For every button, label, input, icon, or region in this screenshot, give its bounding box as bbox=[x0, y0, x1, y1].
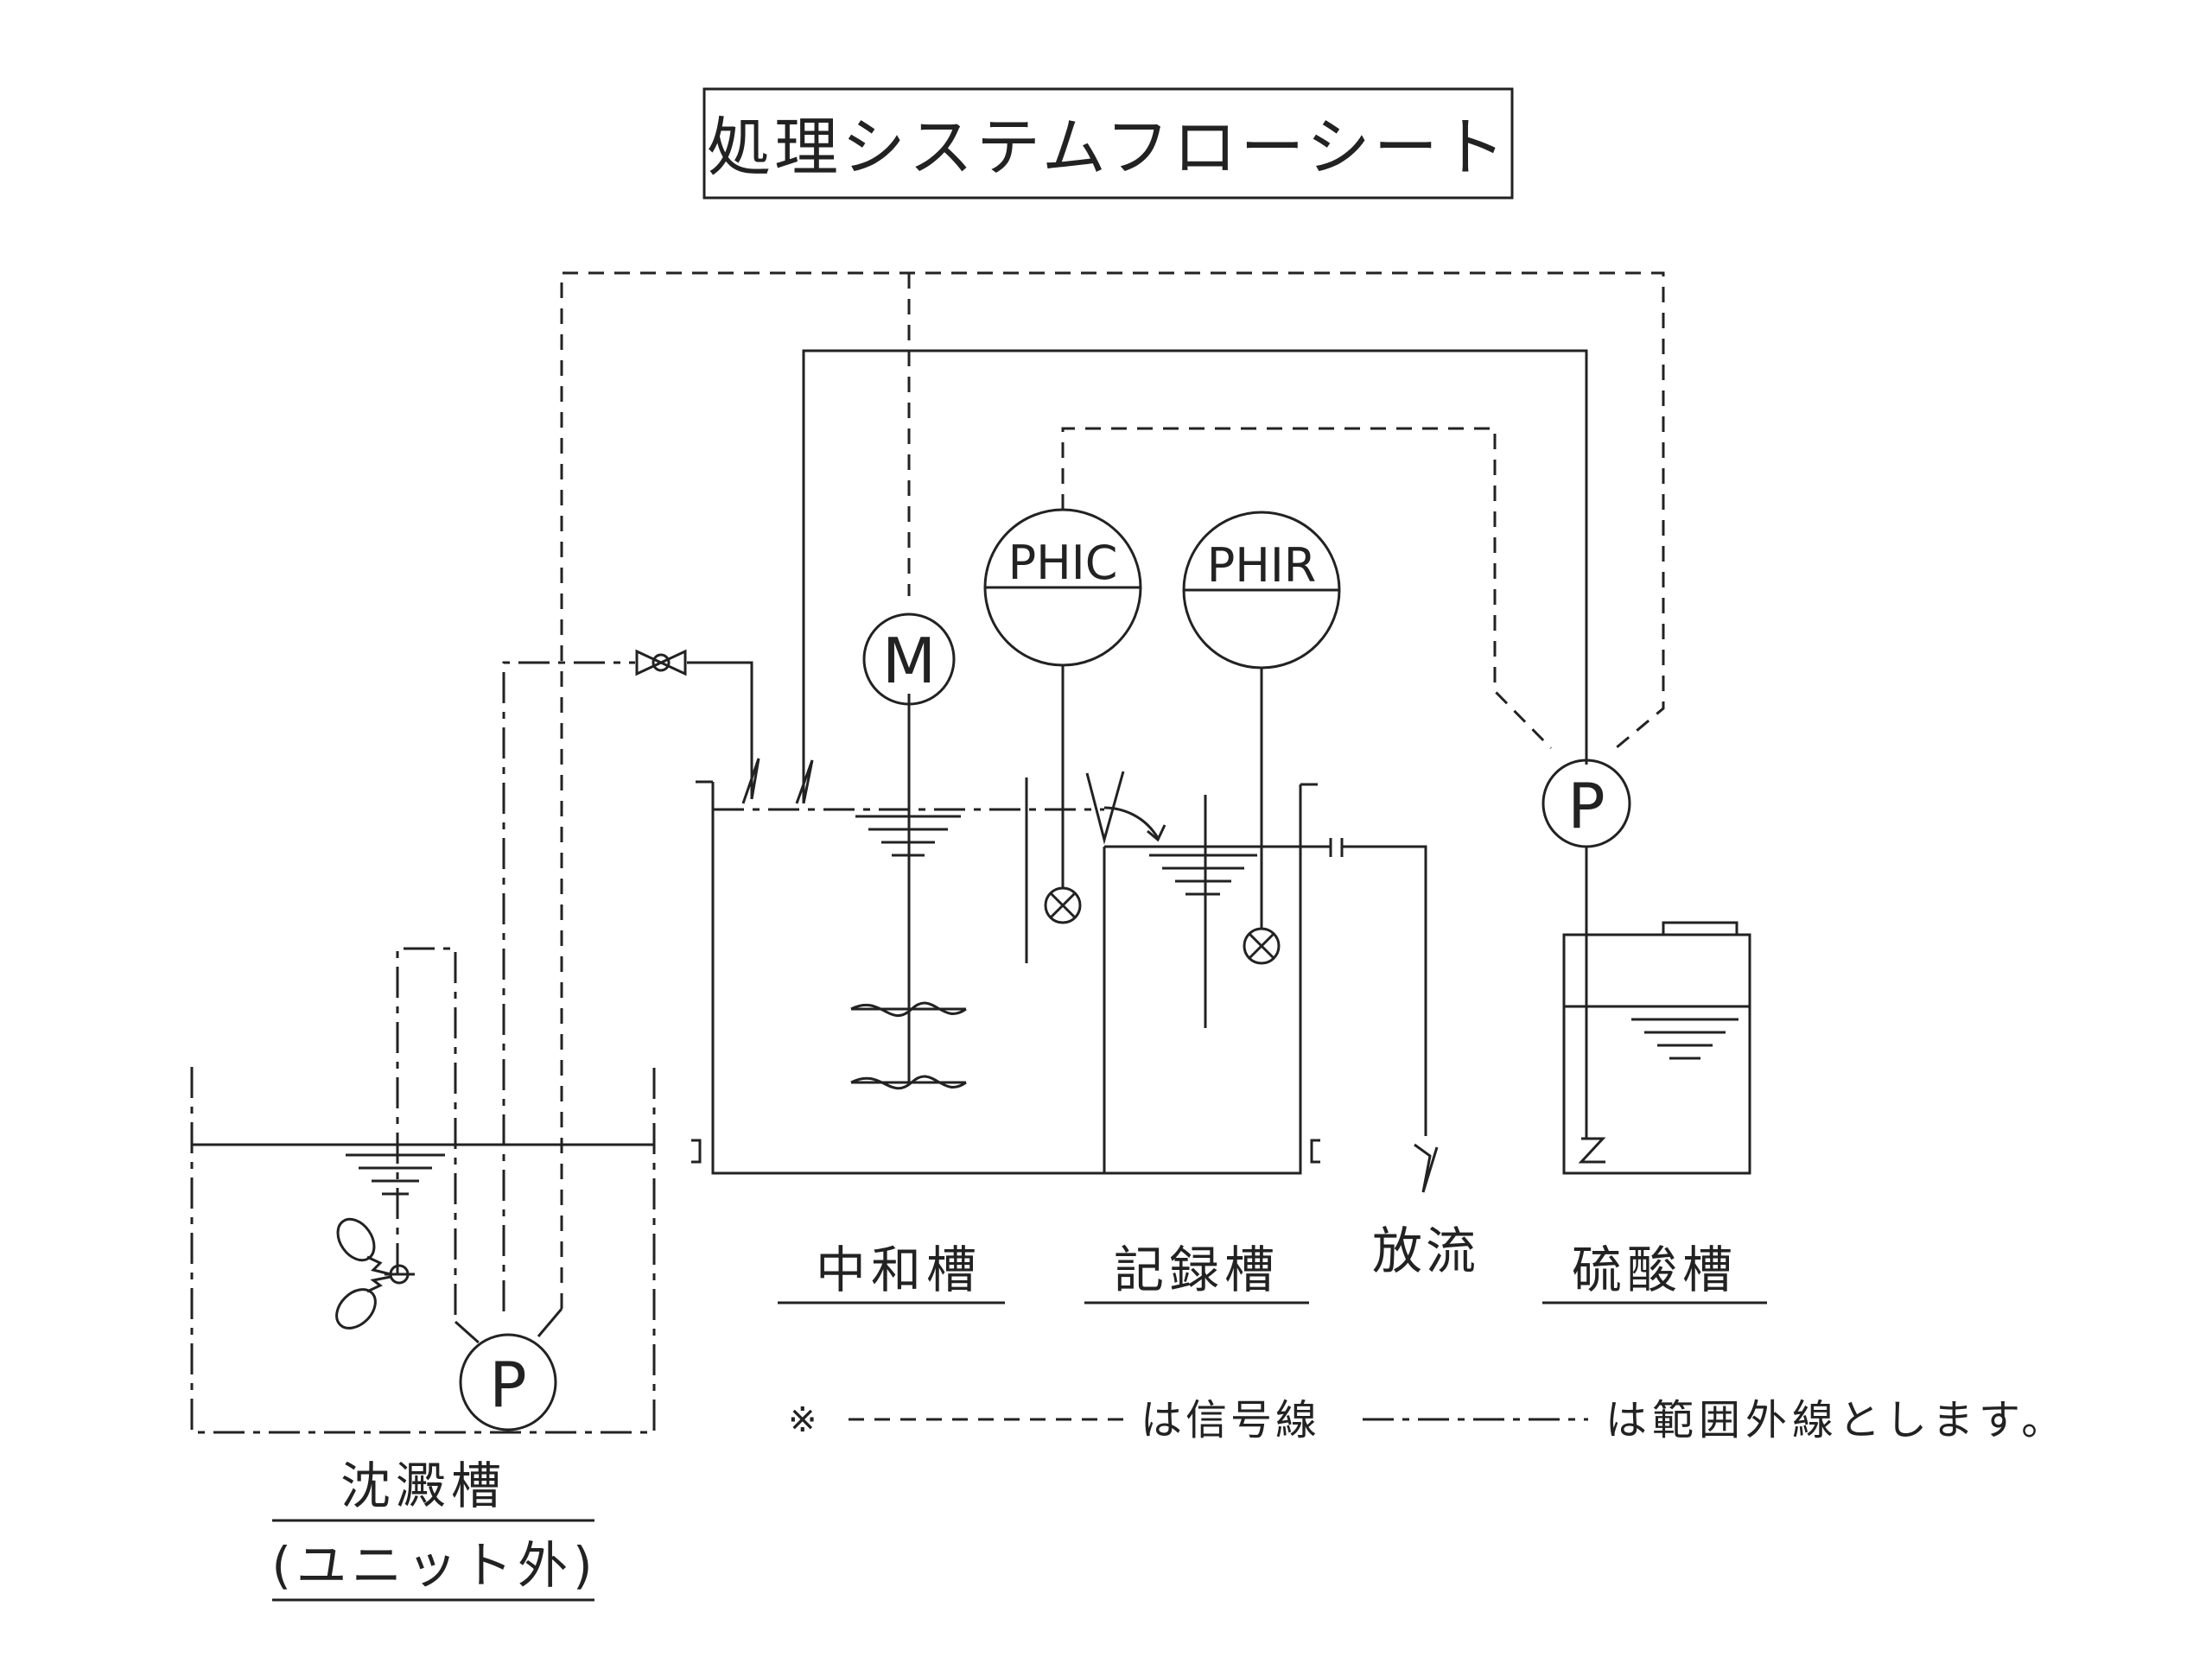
valve-icon[interactable] bbox=[635, 649, 687, 676]
water-level-icon bbox=[1631, 1018, 1738, 1060]
title-frame bbox=[702, 87, 1514, 200]
transfer-pipe-to-neutralization bbox=[687, 661, 753, 799]
water-level-icon bbox=[346, 1153, 445, 1196]
tank-labels: 中和槽 記録槽 放流 硫酸槽 沈澱槽 (ユニット外) bbox=[271, 1222, 1767, 1602]
ph-controller-label: PHIC bbox=[1008, 536, 1118, 590]
recording-tank-label: 記録槽 bbox=[1114, 1241, 1280, 1299]
water-level-icon bbox=[1149, 854, 1257, 896]
sulfuric-acid-tank-cap bbox=[1662, 921, 1738, 936]
transfer-pipe bbox=[502, 649, 760, 1311]
acid-feed-line bbox=[795, 349, 1588, 804]
overflow-arrow bbox=[1103, 806, 1160, 839]
agitator-blade-lower bbox=[850, 1075, 967, 1090]
legend: ※ は信号線 は範囲外線とします。 bbox=[788, 1396, 2068, 1444]
foot-valve-icon bbox=[1578, 1137, 1606, 1164]
discharge-label: 放流 bbox=[1372, 1222, 1479, 1280]
signal-line-settling-pump-to-acid-pump bbox=[560, 271, 1665, 1309]
acid-feed-pipe bbox=[802, 349, 1588, 803]
sulfuric-acid-tank bbox=[1562, 847, 1751, 1175]
settling-pump-label: P bbox=[489, 1349, 526, 1421]
ph-sensor-icon bbox=[1243, 927, 1281, 965]
settling-pump-suction bbox=[454, 1320, 480, 1345]
acid-pump-label: P bbox=[1567, 770, 1605, 842]
sulfuric-acid-tank-label: 硫酸槽 bbox=[1572, 1241, 1738, 1299]
neutralization-tank-label: 中和槽 bbox=[816, 1241, 982, 1299]
float-switch-icon bbox=[335, 1217, 415, 1330]
discharge-pipe bbox=[1342, 845, 1427, 1136]
legend-boundary-text: は範囲外線とします。 bbox=[1605, 1396, 2068, 1444]
settling-vent-pipe bbox=[396, 947, 457, 1322]
transfer-pipe-outlet bbox=[741, 758, 760, 804]
legend-mark: ※ bbox=[788, 1400, 817, 1440]
settling-tank: P bbox=[190, 947, 656, 1434]
acid-pump[interactable]: P bbox=[1541, 759, 1631, 848]
discharge-outlet-icon bbox=[1414, 1143, 1439, 1193]
v-notch-weir bbox=[1085, 771, 1125, 845]
acid-feed-outlet bbox=[795, 759, 814, 804]
neutralization-tank bbox=[691, 694, 1166, 1175]
motor-icon[interactable]: M bbox=[862, 613, 956, 706]
page-title: 処理システムフローシート bbox=[707, 111, 1509, 185]
ph-recorder-instrument[interactable]: PHIR bbox=[1182, 511, 1341, 965]
settling-transfer-boundary bbox=[502, 661, 635, 1311]
settling-pump-discharge bbox=[537, 1308, 563, 1337]
legend-signal-text: は信号線 bbox=[1141, 1396, 1320, 1444]
ph-recorder-label: PHIR bbox=[1207, 538, 1317, 593]
neutralization-tank-body bbox=[711, 782, 1106, 1175]
motor-label: M bbox=[882, 625, 936, 697]
recording-tank bbox=[1104, 783, 1439, 1193]
signal-lines bbox=[560, 271, 1665, 1309]
ph-sensor-icon bbox=[1044, 886, 1082, 924]
recording-tank-body bbox=[1104, 784, 1302, 1175]
ph-controller-instrument[interactable]: PHIC bbox=[983, 508, 1142, 924]
signal-line-phic-to-acid-pump bbox=[1061, 427, 1553, 750]
sulfuric-acid-tank-body bbox=[1562, 933, 1751, 1175]
settling-pump[interactable]: P bbox=[459, 1333, 557, 1431]
title-block: 処理システムフローシート bbox=[702, 87, 1514, 200]
agitator-blade-upper bbox=[850, 1001, 967, 1017]
settling-tank-label: 沈澱槽 bbox=[340, 1457, 506, 1515]
settling-tank-body bbox=[190, 1067, 656, 1434]
settling-tank-note: (ユニット外) bbox=[271, 1536, 597, 1595]
